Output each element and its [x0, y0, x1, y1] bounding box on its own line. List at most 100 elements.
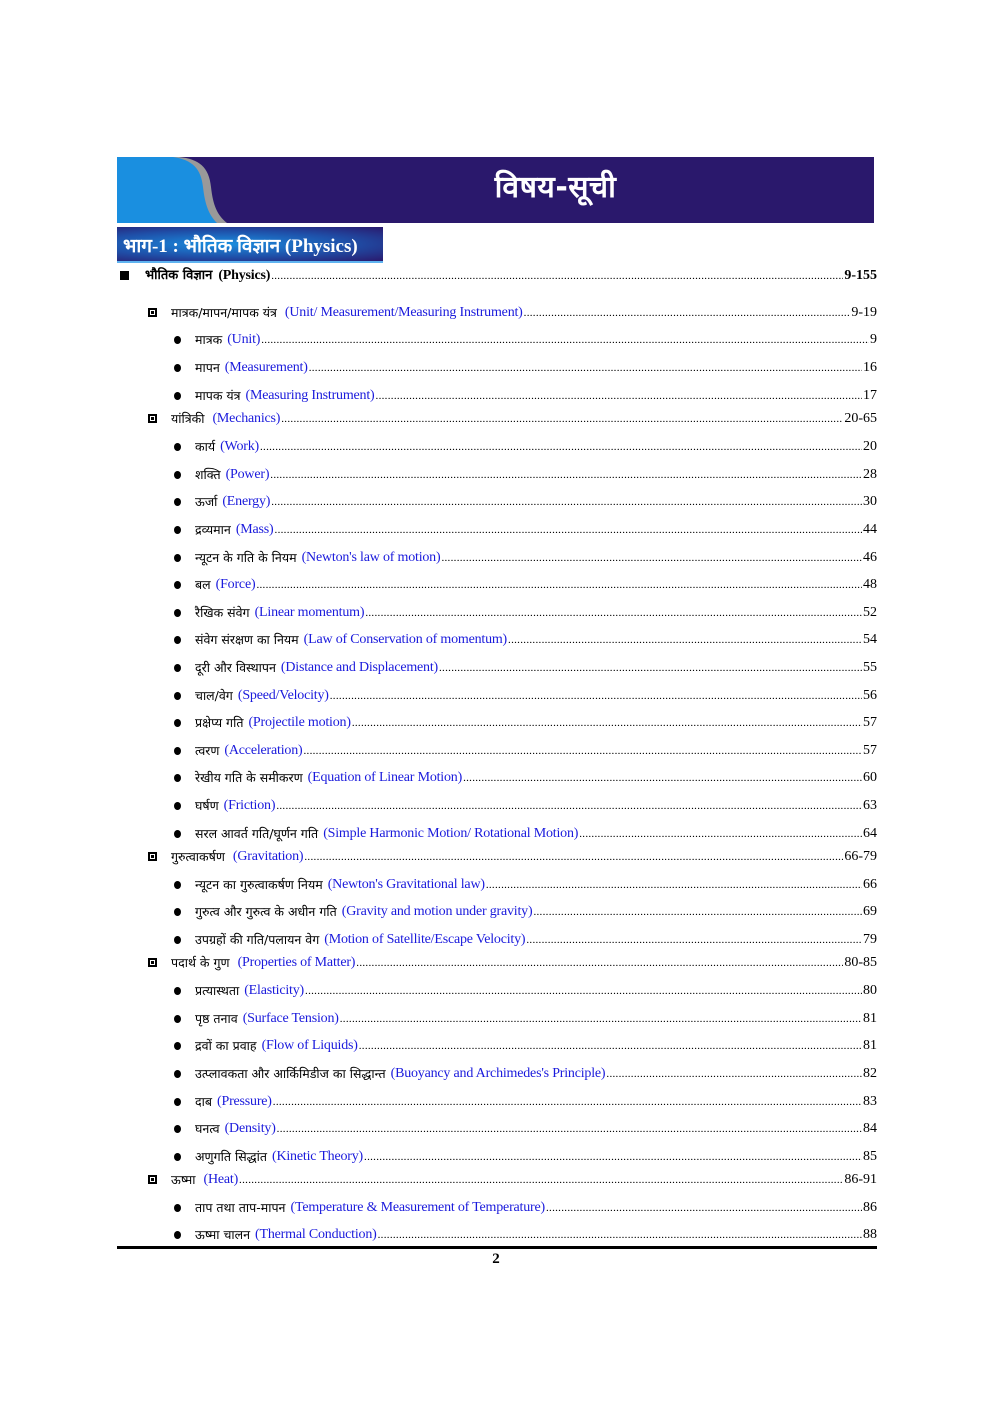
toc-entry[interactable]: कार्य (Work) 20: [117, 434, 877, 456]
toc-entry-english: (Energy): [222, 494, 271, 509]
square-bullet-icon: [120, 271, 129, 280]
toc-entry-hindi: अणुगति सिद्धांत: [195, 1149, 267, 1164]
toc-entry[interactable]: दूरी और विस्थापन (Distance and Displacem…: [117, 655, 877, 677]
round-bullet-icon: [174, 364, 181, 372]
toc-entry-page: 63: [863, 798, 877, 813]
page-title: विषय-सूची: [494, 170, 617, 205]
toc-entry[interactable]: पृष्ठ तनाव (Surface Tension) 81: [117, 1006, 877, 1028]
toc-entry[interactable]: गुरुत्व और गुरुत्व के अधीन गति (Gravity …: [117, 899, 877, 921]
dot-leader: [305, 982, 862, 1000]
toc-entry[interactable]: पदार्थ के गुण (Properties of Matter) 80-…: [117, 950, 877, 972]
toc-entry[interactable]: ऊष्मा (Heat) 86-91: [117, 1167, 877, 1189]
toc-entry-hindi: दाब: [195, 1094, 213, 1109]
toc-entry-english: (Acceleration): [224, 743, 303, 758]
toc-entry[interactable]: अणुगति सिद्धांत (Kinetic Theory) 85: [117, 1144, 877, 1166]
dot-leader: [271, 493, 862, 511]
toc-entry[interactable]: दाब (Pressure) 83: [117, 1089, 877, 1111]
toc-entry-english: (Motion of Satellite/Escape Velocity): [324, 932, 526, 947]
toc-entry-page: 57: [863, 743, 877, 758]
toc-entry-page: 86: [863, 1200, 877, 1215]
toc-entry[interactable]: संवेग संरक्षण का नियम (Law of Conservati…: [117, 627, 877, 649]
round-bullet-icon: [174, 1153, 181, 1161]
toc-entry[interactable]: गुरुत्वाकर्षण (Gravitation) 66-79: [117, 844, 877, 866]
toc-entry[interactable]: चाल/वेग (Speed/Velocity) 56: [117, 683, 877, 705]
dot-leader: [276, 797, 862, 815]
toc-entry-hindi: त्वरण: [195, 743, 220, 758]
toc-entry[interactable]: ताप तथा ताप-मापन (Temperature & Measurem…: [117, 1195, 877, 1217]
round-bullet-icon: [174, 609, 181, 617]
dot-leader: [340, 1010, 862, 1028]
toc-entry-english: (Force): [215, 577, 256, 592]
round-bullet-icon: [174, 692, 181, 700]
toc-entry-english: (Measuring Instrument): [245, 388, 375, 403]
round-bullet-icon: [174, 1015, 181, 1023]
toc-entry-hindi: मापन: [195, 360, 220, 375]
round-bullet-icon: [174, 1231, 181, 1239]
toc-entry-english: (Measurement): [224, 360, 308, 375]
toc-entry-english: (Newton's Gravitational law): [327, 877, 485, 892]
toc-entry[interactable]: भौतिक विज्ञान (Physics) 9-155: [117, 263, 877, 285]
toc-entry[interactable]: प्रत्यास्थता (Elasticity) 80: [117, 978, 877, 1000]
toc-entry-hindi: कार्य: [195, 439, 216, 454]
toc-entry-hindi: यांत्रिकी: [171, 411, 205, 426]
toc-entry[interactable]: द्रव्यमान (Mass) 44: [117, 517, 877, 539]
toc-entry[interactable]: घनत्व (Density) 84: [117, 1116, 877, 1138]
round-bullet-icon: [174, 936, 181, 944]
toc-entry-page: 9-155: [844, 268, 877, 283]
toc-entry-hindi: ताप तथा ताप-मापन: [195, 1200, 286, 1215]
toc-entry[interactable]: ऊष्मा चालन (Thermal Conduction) 88: [117, 1222, 877, 1244]
round-bullet-icon: [174, 719, 181, 727]
toc-entry-hindi: शक्ति: [195, 467, 221, 482]
dot-leader: [256, 576, 862, 594]
toc-entry-english: (Projectile motion): [248, 715, 351, 730]
toc-entry[interactable]: द्रवों का प्रवाह (Flow of Liquids) 81: [117, 1033, 877, 1055]
dot-leader: [376, 387, 862, 405]
toc-entry[interactable]: रैखिक संवेग (Linear momentum) 52: [117, 600, 877, 622]
toc-entry-hindi: ऊष्मा चालन: [195, 1227, 251, 1242]
toc-entry-hindi: ऊष्मा: [171, 1172, 196, 1187]
round-bullet-icon: [174, 636, 181, 644]
round-bullet-icon: [174, 747, 181, 755]
toc-entry-page: 54: [863, 632, 877, 647]
toc-entry[interactable]: उत्प्लावकता और आर्किमिडीज का सिद्धान्त (…: [117, 1061, 877, 1083]
dot-leader: [330, 687, 862, 705]
toc-entry-hindi: उपग्रहों की गति/पलायन वेग: [195, 932, 320, 947]
toc-entry[interactable]: ऊर्जा (Energy) 30: [117, 489, 877, 511]
toc-entry-page: 66: [863, 877, 877, 892]
toc-entry[interactable]: घर्षण (Friction) 63: [117, 793, 877, 815]
toc-entry[interactable]: बल (Force) 48: [117, 572, 877, 594]
toc-entry[interactable]: मात्रक/मापन/मापक यंत्र (Unit/ Measuremen…: [117, 300, 877, 322]
dot-leader: [579, 825, 862, 843]
round-bullet-icon: [174, 336, 181, 344]
toc-entry[interactable]: प्रक्षेप्य गति (Projectile motion) 57: [117, 710, 877, 732]
toc-entry-english: (Heat): [203, 1172, 239, 1187]
toc-entry-page: 82: [863, 1066, 877, 1081]
dot-leader: [260, 438, 862, 456]
hollow-square-bullet-icon: [148, 1175, 157, 1184]
toc-entry[interactable]: मापन (Measurement) 16: [117, 355, 877, 377]
round-bullet-icon: [174, 1042, 181, 1050]
toc-entry[interactable]: यांत्रिकी (Mechanics) 20-65: [117, 406, 877, 428]
dot-leader: [275, 521, 862, 539]
dot-leader: [261, 331, 869, 349]
dot-leader: [526, 931, 862, 949]
toc-entry-english: (Properties of Matter): [237, 955, 356, 970]
toc-entry[interactable]: त्वरण (Acceleration) 57: [117, 738, 877, 760]
round-bullet-icon: [174, 498, 181, 506]
toc-entry[interactable]: मापक यंत्र (Measuring Instrument) 17: [117, 383, 877, 405]
toc-entry[interactable]: उपग्रहों की गति/पलायन वेग (Motion of Sat…: [117, 927, 877, 949]
toc-entry[interactable]: न्यूटन का गुरुत्वाकर्षण नियम (Newton's G…: [117, 872, 877, 894]
toc-entry[interactable]: रेखीय गति के समीकरण (Equation of Linear …: [117, 765, 877, 787]
toc-entry[interactable]: शक्ति (Power) 28: [117, 462, 877, 484]
toc-entry[interactable]: सरल आवर्त गति/घूर्णन गति (Simple Harmoni…: [117, 821, 877, 843]
dot-leader: [606, 1065, 862, 1083]
toc-entry-page: 20: [863, 439, 877, 454]
toc-entry-page: 52: [863, 605, 877, 620]
toc-entry-english: (Temperature & Measurement of Temperatur…: [290, 1200, 545, 1215]
toc-entry-page: 28: [863, 467, 877, 482]
dot-leader: [277, 1120, 862, 1138]
toc-entry-page: 55: [863, 660, 877, 675]
toc-entry[interactable]: मात्रक (Unit) 9: [117, 327, 877, 349]
dot-leader: [378, 1226, 862, 1244]
toc-entry[interactable]: न्यूटन के गति के नियम (Newton's law of m…: [117, 545, 877, 567]
